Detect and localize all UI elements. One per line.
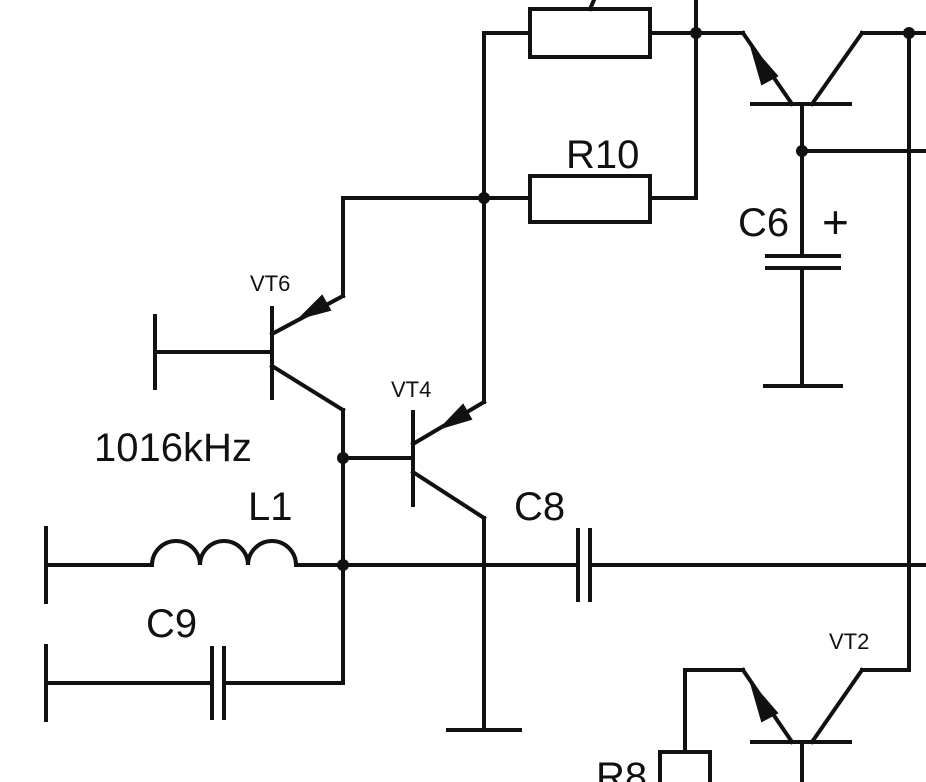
- label-vt6: VT6: [250, 271, 290, 296]
- label-c9: C9: [146, 602, 197, 646]
- junction-nodes: [337, 27, 915, 571]
- resistor-r10: [341, 174, 698, 224]
- label-vt4: VT4: [391, 377, 431, 402]
- label-l1: L1: [248, 485, 293, 529]
- label-frequency: 1016kHz: [94, 426, 252, 470]
- top-resistor: [482, 0, 745, 59]
- label-c6-polarity: +: [822, 196, 849, 248]
- transistor-vt4: [341, 399, 522, 732]
- label-c6: C6: [738, 201, 789, 245]
- label-vt2: VT2: [829, 629, 869, 654]
- label-c8: C8: [514, 485, 565, 529]
- capacitor-c9: [44, 644, 345, 722]
- resistor-r8: [658, 750, 712, 782]
- inductor-l1: [44, 539, 345, 568]
- transistor-top-right: [740, 30, 926, 107]
- label-r8: R8: [596, 755, 647, 782]
- label-r10: R10: [566, 133, 639, 177]
- capacitor-c8: [576, 528, 926, 602]
- transistor-vt2: [683, 667, 911, 782]
- capacitor-c6: [763, 102, 926, 388]
